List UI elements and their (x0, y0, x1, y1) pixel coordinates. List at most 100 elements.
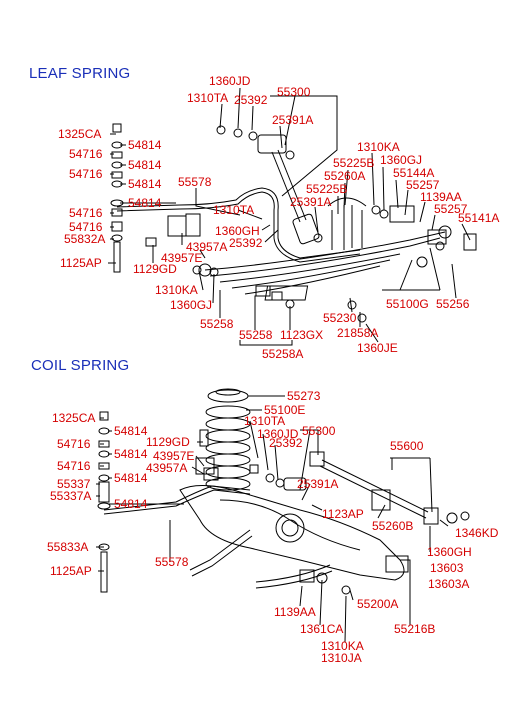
part-label[interactable]: 1360GJ (170, 298, 213, 312)
part-label[interactable]: 55600 (390, 439, 424, 453)
part-label[interactable]: 54814 (114, 471, 148, 485)
part-label[interactable]: 54814 (128, 196, 162, 210)
part-label[interactable]: 55256 (436, 297, 470, 311)
leader-line (299, 585, 303, 607)
part-label[interactable]: 55141A (458, 211, 500, 225)
part-label[interactable]: 54814 (128, 138, 162, 152)
part-label[interactable]: 25392 (234, 93, 268, 107)
leader-line (429, 457, 433, 513)
part-label[interactable]: 54716 (69, 206, 103, 220)
part-label[interactable]: 55833A (47, 540, 89, 554)
leader-line (311, 504, 323, 511)
part-label[interactable]: 55578 (178, 175, 212, 189)
leader-line (299, 429, 311, 491)
part-label[interactable]: 55300 (302, 424, 336, 438)
part-label[interactable]: 55225B (333, 156, 375, 170)
part-label[interactable]: 1310TA (244, 414, 286, 428)
leader-line (237, 209, 263, 220)
part-label[interactable]: 13603 (430, 561, 464, 575)
leader-line (195, 188, 241, 216)
part-label[interactable]: 54716 (69, 147, 103, 161)
part-label[interactable]: 1360GH (427, 545, 472, 559)
part-label[interactable]: 1360JD (209, 74, 251, 88)
part-label[interactable]: 55225B (306, 182, 348, 196)
leader-line (395, 179, 399, 209)
part-label[interactable]: 54814 (114, 497, 148, 511)
leader-line (400, 559, 411, 625)
part-label[interactable]: 1310KA (321, 639, 364, 653)
leader-line (262, 433, 269, 471)
part-label[interactable]: 55300 (277, 85, 311, 99)
part-label[interactable]: 55230 (323, 311, 357, 325)
part-label[interactable]: 1360GJ (380, 153, 423, 167)
part-label[interactable]: 1310TA (187, 91, 229, 105)
part-label[interactable]: 54716 (69, 220, 103, 234)
part-label[interactable]: 1123AP (322, 507, 364, 521)
part-label[interactable]: 54716 (57, 437, 91, 451)
part-label[interactable]: 1346KD (455, 526, 499, 540)
part-label[interactable]: 55832A (64, 232, 106, 246)
part-label[interactable]: 1361CA (300, 622, 344, 636)
part-label[interactable]: 1129GD (146, 435, 190, 449)
part-label[interactable]: 54716 (69, 167, 103, 181)
part-label[interactable]: 55337A (50, 489, 92, 503)
part-label[interactable]: 1360JD (257, 427, 299, 441)
part-label[interactable]: 54814 (128, 158, 162, 172)
part-label[interactable]: 1310KA (357, 140, 400, 154)
part-label[interactable]: 55273 (287, 389, 321, 403)
part-label[interactable]: 25391A (272, 113, 314, 127)
part-label[interactable]: 1310KA (155, 283, 198, 297)
leaf-spring-pack (198, 225, 452, 295)
part-label[interactable]: 43957E (161, 251, 203, 265)
part-label[interactable]: 55258 (239, 328, 273, 342)
leader-line (314, 206, 319, 233)
part-label[interactable]: 43957A (186, 240, 228, 254)
part-label[interactable]: 55144A (393, 166, 435, 180)
part-label[interactable]: 1310TA (213, 203, 255, 217)
part-label[interactable]: 55100G (386, 297, 429, 311)
part-label[interactable]: 55578 (155, 555, 189, 569)
part-label[interactable]: 1139AA (274, 605, 316, 619)
part-label[interactable]: 55257 (406, 178, 440, 192)
part-label[interactable]: 1325CA (52, 411, 96, 425)
part-label[interactable]: 55260A (324, 169, 366, 183)
part-label[interactable]: 1360GH (215, 224, 260, 238)
part-label[interactable]: 21858A (337, 326, 379, 340)
part-label[interactable]: 54814 (114, 424, 148, 438)
leader-line (365, 323, 379, 343)
part-label[interactable]: 55257 (434, 202, 468, 216)
part-label[interactable]: 25391A (290, 195, 332, 209)
part-label[interactable]: 1325CA (58, 127, 102, 141)
part-label[interactable]: 1139AA (420, 190, 462, 204)
part-label[interactable]: 55258 (200, 317, 234, 331)
part-label[interactable]: 54814 (114, 447, 148, 461)
part-label[interactable]: 55216B (394, 622, 436, 636)
part-label[interactable]: 55200A (357, 597, 399, 611)
leaf-shock-absorber (216, 125, 323, 245)
part-label[interactable]: 13603A (428, 577, 470, 591)
leader-line (300, 429, 319, 455)
part-label[interactable]: 1360JE (357, 341, 398, 355)
part-label[interactable]: 55260B (372, 519, 414, 533)
part-label[interactable]: 25392 (269, 436, 303, 450)
leader-line (198, 270, 204, 291)
part-label[interactable]: 25391A (297, 477, 339, 491)
part-label[interactable]: 1125AP (50, 564, 92, 578)
part-label[interactable]: 1125AP (60, 256, 102, 270)
part-label[interactable]: 43957A (146, 461, 188, 475)
part-label[interactable]: 1129GD (133, 262, 177, 276)
leader-line (349, 589, 354, 601)
coil-spring-seat (207, 388, 249, 403)
leaf-left-hardware (110, 123, 124, 273)
part-label[interactable]: 54814 (128, 177, 162, 191)
part-label[interactable]: 25392 (229, 236, 263, 250)
part-label[interactable]: 54716 (57, 459, 91, 473)
part-label[interactable]: 1123GX (280, 328, 324, 342)
part-label[interactable]: 1310JA (321, 651, 362, 665)
leader-line (251, 105, 254, 131)
part-label[interactable]: 55100E (264, 403, 306, 417)
leader-line (274, 444, 279, 481)
part-label[interactable]: 43957E (153, 449, 195, 463)
part-label[interactable]: 55337 (57, 477, 91, 491)
part-label[interactable]: 55258A (262, 347, 304, 361)
